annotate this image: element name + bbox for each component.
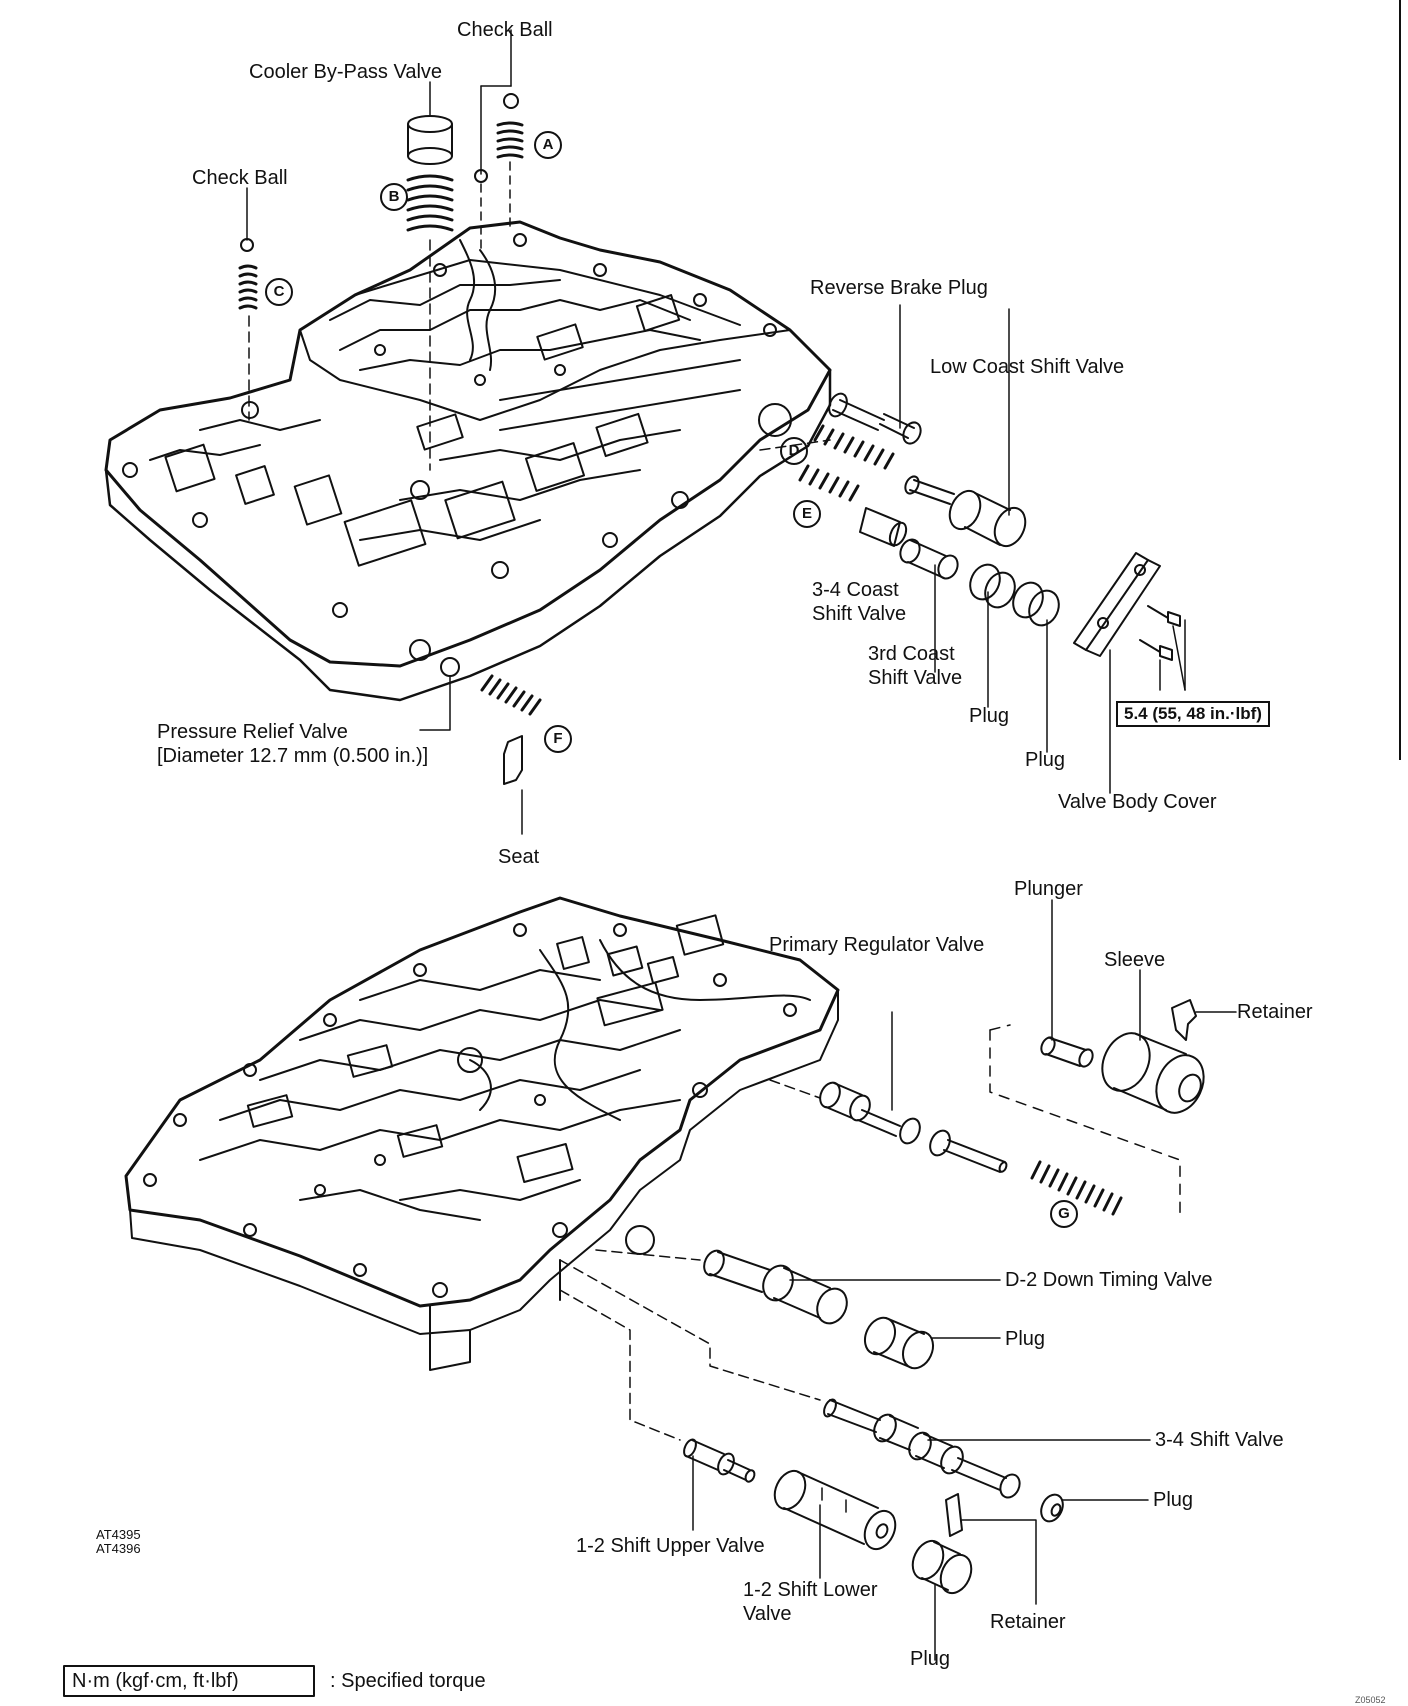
upper-right-parts xyxy=(759,304,1186,794)
page-edge-line xyxy=(1399,0,1401,760)
label-reverse-brake-plug: Reverse Brake Plug xyxy=(810,277,988,299)
label-pressure-relief-valve: Pressure Relief Valve [Diameter 12.7 mm … xyxy=(157,721,429,767)
label-plunger: Plunger xyxy=(1014,878,1083,900)
callout-g: G xyxy=(1050,1200,1078,1228)
label-primary-regulator-valve: Primary Regulator Valve xyxy=(769,934,985,956)
label-12-shift-lower-valve: 1-2 Shift Lower Valve xyxy=(743,1579,878,1625)
label-plug-a: Plug xyxy=(969,705,1010,727)
label-retainer-bottom: Retainer xyxy=(990,1611,1066,1633)
callout-a: A xyxy=(534,131,562,159)
label-sleeve: Sleeve xyxy=(1104,949,1166,971)
label-corner-code: Z05052 xyxy=(1355,1695,1386,1705)
label-plug-e: Plug xyxy=(910,1648,951,1670)
callout-c: C xyxy=(265,278,293,306)
d2-down-timing-group xyxy=(595,1249,1001,1370)
callout-b: B xyxy=(380,183,408,211)
label-12-shift-upper-valve: 1-2 Shift Upper Valve xyxy=(576,1535,765,1557)
shift-12-group xyxy=(559,1289,1037,1661)
label-torque-value: 5.4 (55, 48 in.·lbf) xyxy=(1116,701,1270,727)
label-retainer-top: Retainer xyxy=(1237,1001,1313,1023)
label-d2-down-timing-valve: D-2 Down Timing Valve xyxy=(1005,1269,1213,1291)
label-plug-c: Plug xyxy=(1005,1328,1046,1350)
callout-e: E xyxy=(793,500,821,528)
legend-text: : Specified torque xyxy=(330,1670,486,1692)
label-cooler-bypass-valve: Cooler By-Pass Valve xyxy=(249,61,443,83)
label-ref-codes: AT4395 AT4396 xyxy=(96,1527,141,1556)
label-valve-body-cover: Valve Body Cover xyxy=(1058,791,1217,813)
primary-regulator-group xyxy=(769,899,1237,1217)
callout-d: D xyxy=(780,437,808,465)
label-34-coast-shift-valve: 3-4 Coast Shift Valve xyxy=(812,579,907,625)
legend-unit: N·m (kgf·cm, ft·lbf) xyxy=(72,1670,239,1692)
check-ball-left-assembly xyxy=(238,187,258,421)
label-seat: Seat xyxy=(498,846,540,868)
label-34-shift-valve: 3-4 Shift Valve xyxy=(1155,1429,1284,1451)
lower-valve-body xyxy=(124,896,840,1371)
label-plug-d: Plug xyxy=(1153,1489,1194,1511)
label-plug-b: Plug xyxy=(1025,749,1066,771)
check-ball-top-assembly xyxy=(474,29,524,251)
label-check-ball-top: Check Ball xyxy=(457,19,553,41)
label-check-ball-left: Check Ball xyxy=(192,167,288,189)
upper-valve-body xyxy=(104,220,832,702)
legend-box xyxy=(63,1665,315,1697)
cooler-bypass-valve-assembly xyxy=(406,81,454,471)
callout-f: F xyxy=(544,725,572,753)
pressure-relief-valve-assembly xyxy=(419,657,542,835)
label-low-coast-shift-valve: Low Coast Shift Valve xyxy=(930,356,1125,378)
label-3rd-coast-shift-valve: 3rd Coast Shift Valve xyxy=(868,643,963,689)
shift-34-group xyxy=(559,1259,1151,1523)
